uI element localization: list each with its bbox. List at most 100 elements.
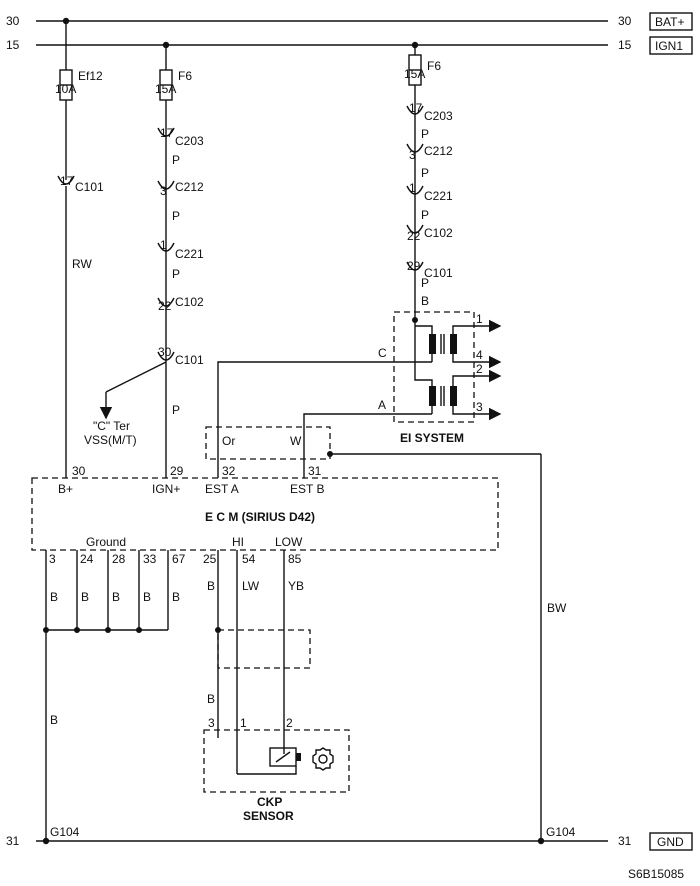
- svg-text:Or: Or: [222, 434, 235, 448]
- column-ign-feed: F6 15A 17 C203 P 3 C212 P 1 C221 P 22 C1…: [84, 45, 204, 478]
- svg-text:15A: 15A: [155, 82, 176, 96]
- svg-text:1: 1: [476, 312, 483, 326]
- svg-text:1: 1: [160, 238, 167, 252]
- svg-text:2: 2: [286, 716, 293, 730]
- bat-plus-tag: BAT+: [655, 15, 684, 29]
- svg-text:SENSOR: SENSOR: [243, 809, 294, 823]
- svg-text:HI: HI: [232, 535, 244, 549]
- svg-text:4: 4: [476, 348, 483, 362]
- svg-text:24: 24: [80, 552, 94, 566]
- svg-text:BW: BW: [547, 601, 567, 615]
- ckp-title: CKP: [257, 795, 282, 809]
- connector-c212-a: [157, 180, 175, 190]
- connector-c203-a: [157, 127, 175, 137]
- svg-text:VSS(M/T): VSS(M/T): [84, 433, 137, 447]
- svg-text:22: 22: [158, 299, 172, 313]
- ign1-tag: IGN1: [655, 39, 683, 53]
- svg-text:17: 17: [160, 126, 174, 140]
- svg-text:C221: C221: [175, 247, 204, 261]
- figure-code: S6B15085: [628, 867, 684, 881]
- connector-c101-symbol: [57, 175, 75, 185]
- svg-text:33: 33: [143, 552, 157, 566]
- svg-text:17: 17: [409, 101, 423, 115]
- svg-text:B: B: [50, 713, 58, 727]
- column-bat-feed: Ef12 10A 17 C101 RW: [55, 21, 104, 478]
- ground-point-g104-left: G104: [50, 825, 80, 839]
- svg-text:C102: C102: [424, 226, 453, 240]
- svg-text:2: 2: [476, 362, 483, 376]
- svg-text:C101: C101: [75, 180, 104, 194]
- svg-text:3: 3: [49, 552, 56, 566]
- svg-text:EST A: EST A: [205, 482, 239, 496]
- svg-text:YB: YB: [288, 579, 304, 593]
- svg-text:31: 31: [308, 464, 322, 478]
- svg-text:B: B: [112, 590, 120, 604]
- svg-text:C212: C212: [175, 180, 204, 194]
- connector-c102-b: [406, 224, 424, 234]
- svg-text:Ground: Ground: [86, 535, 126, 549]
- connector-c203-b: [406, 105, 424, 115]
- ei-system-title: EI SYSTEM: [400, 431, 464, 445]
- svg-text:C101: C101: [175, 353, 204, 367]
- svg-text:3: 3: [208, 716, 215, 730]
- svg-text:LOW: LOW: [275, 535, 303, 549]
- svg-text:85: 85: [288, 552, 302, 566]
- svg-text:54: 54: [242, 552, 256, 566]
- svg-text:67: 67: [172, 552, 186, 566]
- svg-text:W: W: [290, 434, 302, 448]
- svg-text:RW: RW: [72, 257, 92, 271]
- svg-text:15A: 15A: [404, 67, 425, 81]
- svg-text:15: 15: [6, 38, 20, 52]
- svg-text:B+: B+: [58, 482, 73, 496]
- ckp-wiring: B B LW YB: [207, 550, 311, 774]
- svg-text:3: 3: [409, 148, 416, 162]
- svg-text:EST B: EST B: [290, 482, 324, 496]
- svg-text:17: 17: [60, 174, 74, 188]
- svg-text:10A: 10A: [55, 82, 76, 96]
- svg-text:P: P: [172, 267, 180, 281]
- svg-text:F6: F6: [427, 59, 441, 73]
- ground-wires: B B B B B B G104 G104: [43, 550, 576, 841]
- svg-text:30: 30: [72, 464, 86, 478]
- svg-text:P: P: [421, 127, 429, 141]
- svg-text:29: 29: [170, 464, 184, 478]
- ign1-rail: 15 15 IGN1: [6, 36, 693, 55]
- svg-text:A: A: [378, 398, 386, 412]
- svg-text:22: 22: [407, 229, 421, 243]
- svg-text:B: B: [143, 590, 151, 604]
- svg-text:31: 31: [6, 834, 20, 848]
- svg-text:C212: C212: [424, 144, 453, 158]
- svg-text:15: 15: [618, 38, 632, 52]
- gnd-tag: GND: [657, 835, 684, 849]
- gear-icon: [312, 747, 334, 771]
- ckp-sensor: 3 1 2 CKP SENSOR: [203, 716, 350, 823]
- svg-text:B: B: [421, 294, 429, 308]
- svg-text:30: 30: [158, 345, 172, 359]
- connector-c212-b: [406, 143, 424, 153]
- connector-c102-a: [157, 297, 175, 307]
- svg-text:29: 29: [407, 259, 421, 273]
- svg-text:C: C: [378, 346, 387, 360]
- svg-text:P: P: [421, 208, 429, 222]
- svg-text:C101: C101: [424, 266, 453, 280]
- svg-text:1: 1: [240, 716, 247, 730]
- svg-text:1: 1: [409, 181, 416, 195]
- shield-box: Or W BW: [205, 426, 567, 841]
- svg-text:B: B: [207, 692, 215, 706]
- svg-text:25: 25: [203, 552, 217, 566]
- svg-text:C203: C203: [424, 109, 453, 123]
- svg-text:32: 32: [222, 464, 236, 478]
- gnd-rail: 31 31 GND: [6, 832, 693, 851]
- svg-text:P: P: [421, 276, 429, 290]
- connector-c101-a: [157, 351, 175, 361]
- svg-text:B: B: [172, 590, 180, 604]
- coil-secondary-2: [450, 386, 457, 406]
- svg-text:3: 3: [160, 184, 167, 198]
- coil-secondary-1: [450, 334, 457, 354]
- svg-text:B: B: [207, 579, 215, 593]
- svg-text:Ef12: Ef12: [78, 69, 103, 83]
- svg-text:30: 30: [6, 14, 20, 28]
- svg-text:28: 28: [112, 552, 126, 566]
- svg-text:P: P: [172, 153, 180, 167]
- svg-text:C102: C102: [175, 295, 204, 309]
